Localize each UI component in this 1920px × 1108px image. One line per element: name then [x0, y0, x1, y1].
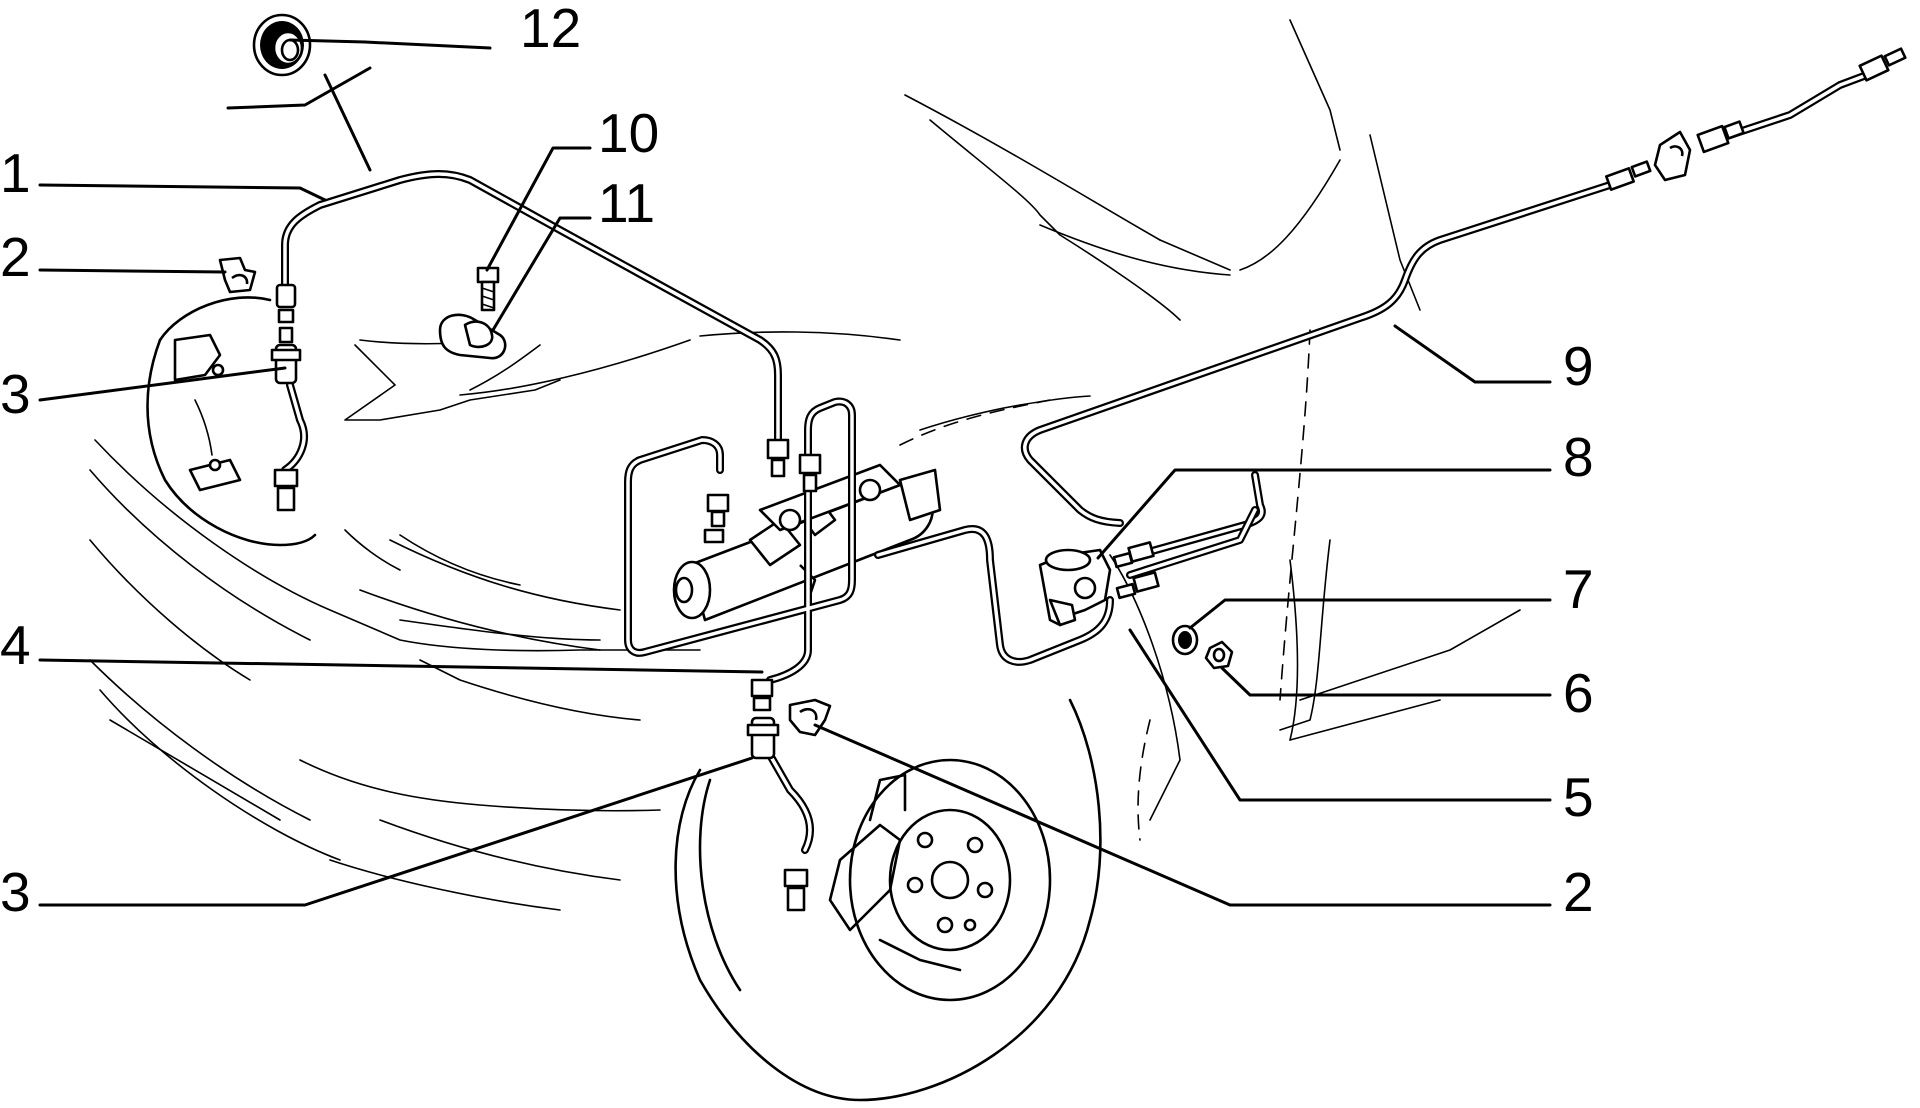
leader-12-branch	[226, 66, 372, 110]
callout-2-top: 2	[0, 226, 31, 288]
leader-4	[38, 658, 764, 674]
leader-12	[288, 38, 492, 50]
callout-7: 7	[1563, 558, 1594, 620]
callout-10: 10	[598, 102, 659, 164]
leader-3a	[38, 366, 287, 402]
brake-distributor	[1038, 548, 1112, 627]
callout-11: 11	[598, 172, 655, 234]
leader-1	[38, 183, 327, 202]
leader-8	[1096, 468, 1552, 560]
brake-pipes	[281, 170, 1614, 854]
small-parts	[218, 13, 1907, 737]
leader-11	[491, 216, 592, 332]
callout-5: 5	[1563, 766, 1594, 828]
leader-10	[485, 146, 592, 272]
callout-6: 6	[1563, 662, 1594, 724]
leader-12-to-pipe	[323, 73, 372, 172]
leader-2a	[38, 268, 227, 274]
callout-3-bottom: 3	[0, 861, 31, 923]
callout-3-top: 3	[0, 363, 31, 425]
leader-5	[1128, 628, 1552, 802]
leader-lines	[38, 38, 1552, 907]
leader-7	[1188, 598, 1552, 630]
fittings	[270, 160, 1652, 912]
callout-12: 12	[520, 0, 581, 59]
front-wheel	[674, 698, 1102, 1102]
leader-6	[1220, 666, 1552, 697]
leader-2b	[813, 723, 1552, 907]
leader-3b	[38, 756, 754, 907]
callout-labels: 12 10 11 1 2 3 9 8 7 6 4 5 3 2	[0, 0, 1594, 923]
callout-1: 1	[0, 142, 31, 204]
leader-9	[1393, 324, 1552, 384]
callout-9: 9	[1563, 335, 1594, 397]
callout-2-bottom: 2	[1563, 861, 1594, 923]
left-brake-shield	[146, 296, 317, 547]
callout-4: 4	[0, 614, 31, 676]
car-body-outline	[89, 19, 1521, 911]
callout-8: 8	[1563, 426, 1594, 488]
